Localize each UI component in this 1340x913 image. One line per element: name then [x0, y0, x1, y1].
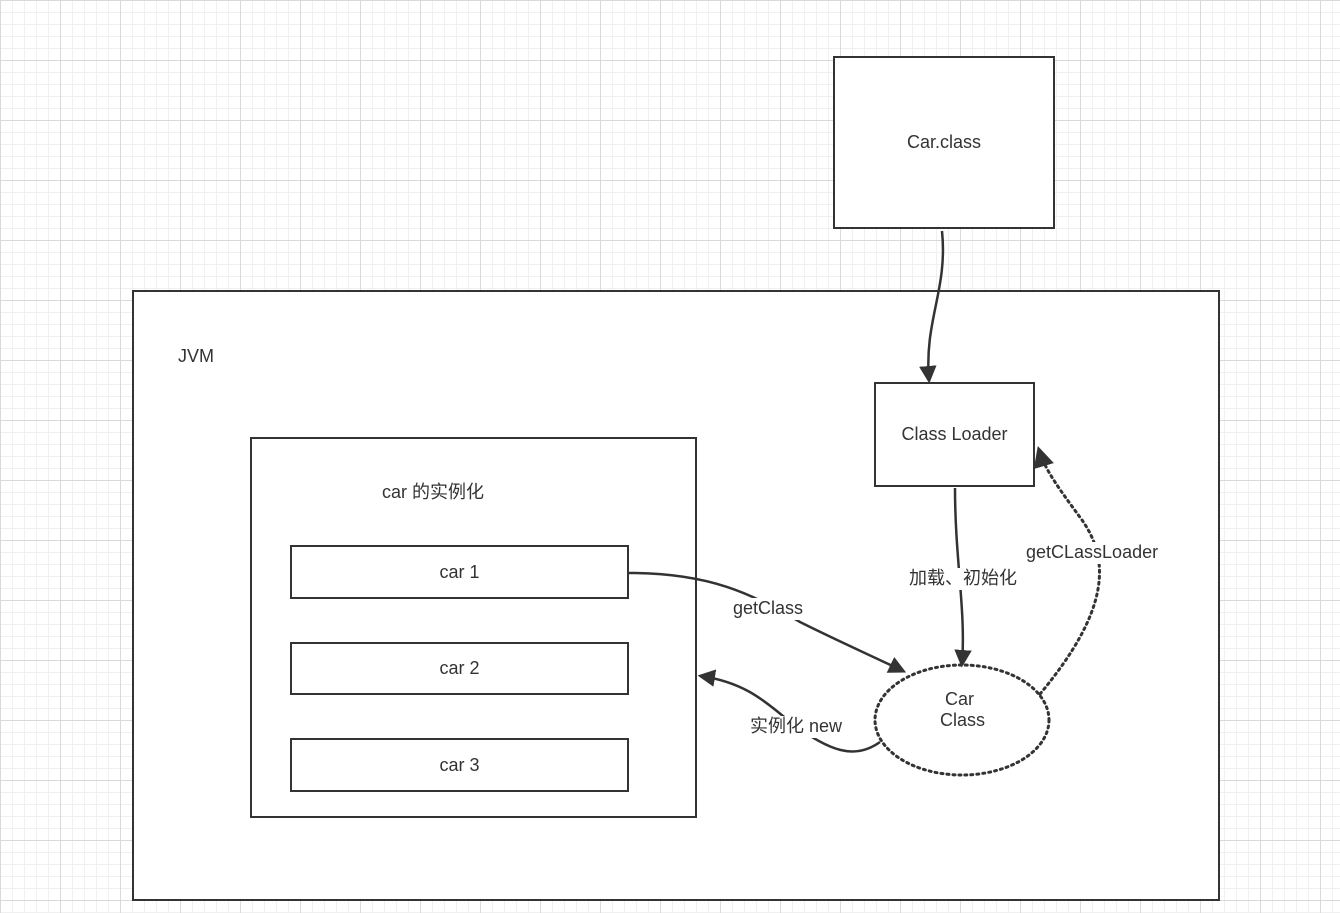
class-loader-label: Class Loader — [901, 424, 1008, 444]
edge-label-instantiate: 实例化 new — [748, 716, 845, 738]
car-class-object-label-line1: Car — [945, 689, 975, 709]
class-loader-node[interactable]: Class Loader — [874, 382, 1035, 487]
jvm-label: JVM — [178, 346, 214, 366]
car-class-file-label: Car.class — [906, 132, 982, 152]
car-class-object-label-line2: Class — [940, 710, 986, 730]
car-instance-3[interactable]: car 3 — [290, 738, 629, 792]
car-class-file-node[interactable]: Car.class — [833, 56, 1055, 229]
car-instance-2[interactable]: car 2 — [290, 642, 629, 695]
edge-label-get-class-loader: getCLassLoader — [1024, 542, 1161, 564]
car-instance-3-label: car 3 — [439, 754, 480, 775]
edge-label-load-init: 加载、初始化 — [907, 568, 1019, 590]
car-instances-title: car 的实例化 — [382, 482, 485, 502]
edge-label-get-class: getClass — [731, 598, 806, 620]
car-instance-2-label: car 2 — [439, 658, 480, 678]
car-instance-1-label: car 1 — [439, 561, 480, 582]
car-instance-1[interactable]: car 1 — [290, 545, 629, 599]
